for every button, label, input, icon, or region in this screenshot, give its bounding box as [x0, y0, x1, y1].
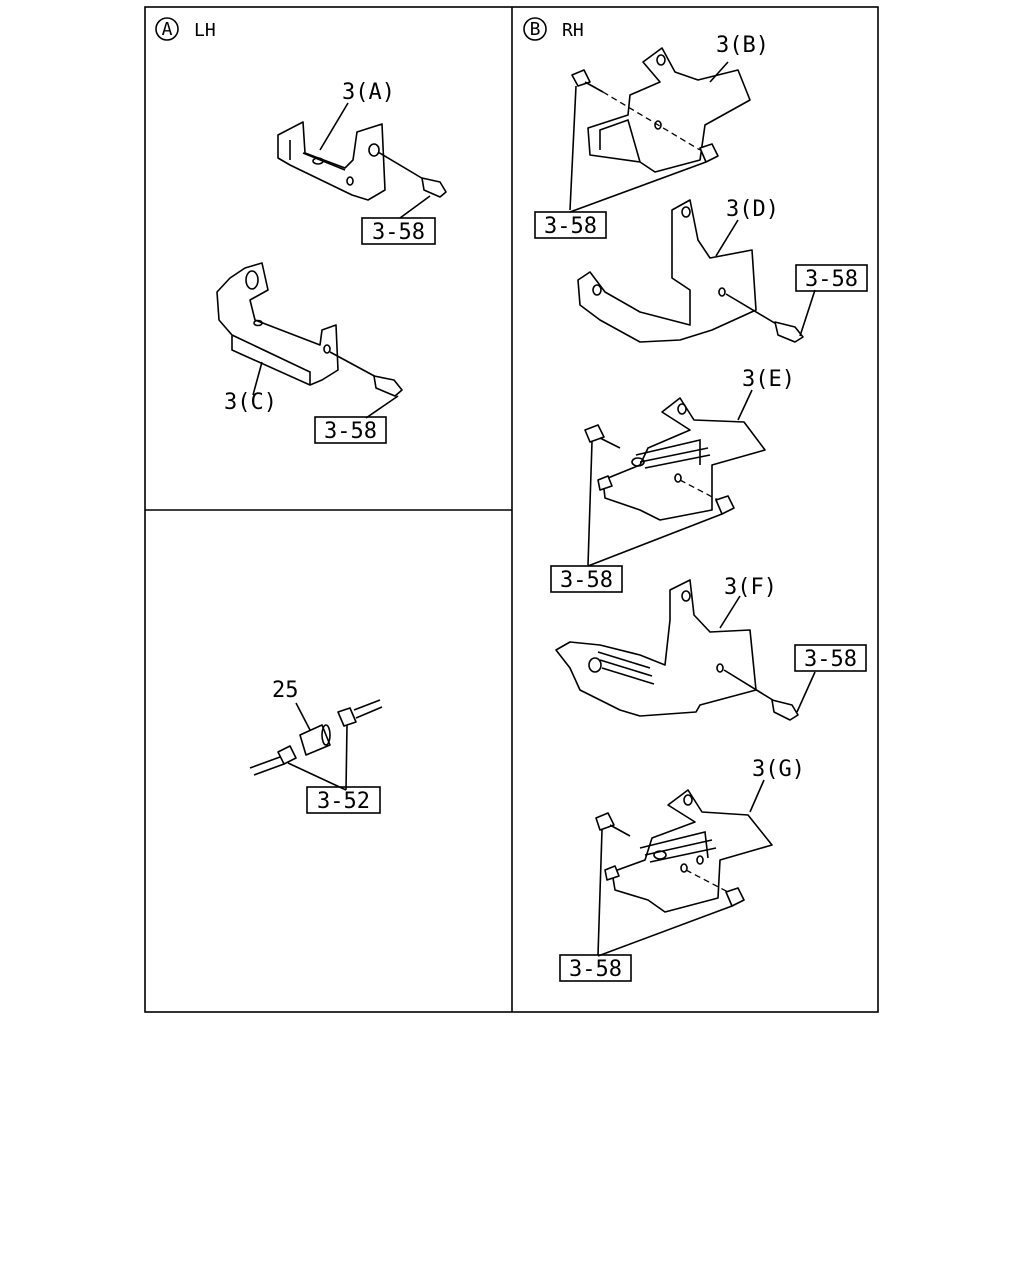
panel-a-marker: [155, 17, 179, 41]
panel-b-header: B RH: [523, 17, 584, 41]
svg-text:3-52: 3-52: [317, 789, 370, 814]
panel-a-header: A LH: [155, 17, 216, 41]
ref-box-3-58-a: 3-58: [361, 217, 436, 245]
ref-box-3-58-e: 3-58: [550, 565, 623, 593]
bracket-3b: [569, 47, 751, 213]
svg-text:3-58: 3-58: [804, 647, 857, 672]
panel-b-letter: B: [530, 19, 541, 40]
part-25-assembly: [249, 699, 383, 791]
bracket-3g: [595, 779, 773, 957]
svg-text:3-58: 3-58: [544, 214, 597, 239]
label-part-3g: 3(G): [752, 757, 805, 782]
bracket-3f: [555, 579, 816, 721]
ref-box-3-58-d: 3-58: [795, 264, 868, 292]
label-part-3f: 3(F): [724, 575, 777, 600]
svg-text:3-58: 3-58: [372, 220, 425, 245]
bracket-3d: [577, 199, 816, 343]
panel-a-letter: A: [162, 19, 173, 40]
ref-box-3-58-g: 3-58: [559, 954, 632, 982]
label-part-3e: 3(E): [742, 367, 795, 392]
ref-box-3-58-b: 3-58: [534, 211, 607, 239]
label-part-3b: 3(B): [716, 33, 769, 58]
svg-text:3-58: 3-58: [324, 419, 377, 444]
bracket-3e: [584, 389, 766, 567]
label-part-3a: 3(A): [342, 80, 395, 105]
panel-b-marker: [523, 17, 547, 41]
svg-text:3-58: 3-58: [560, 568, 613, 593]
panel-b-side: RH: [562, 20, 584, 41]
label-part-3c: 3(C): [224, 390, 277, 415]
ref-box-3-58-f: 3-58: [794, 644, 867, 672]
label-part-25: 25: [272, 678, 299, 703]
bracket-3a: [277, 102, 447, 219]
ref-box-3-52: 3-52: [306, 786, 381, 814]
svg-text:3-58: 3-58: [805, 267, 858, 292]
diagram-frame: [144, 6, 879, 1013]
svg-text:3-58: 3-58: [569, 957, 622, 982]
bracket-3c: [216, 262, 403, 419]
ref-box-3-58-c: 3-58: [314, 416, 387, 444]
panel-a-side: LH: [194, 20, 216, 41]
label-part-3d: 3(D): [726, 197, 779, 222]
